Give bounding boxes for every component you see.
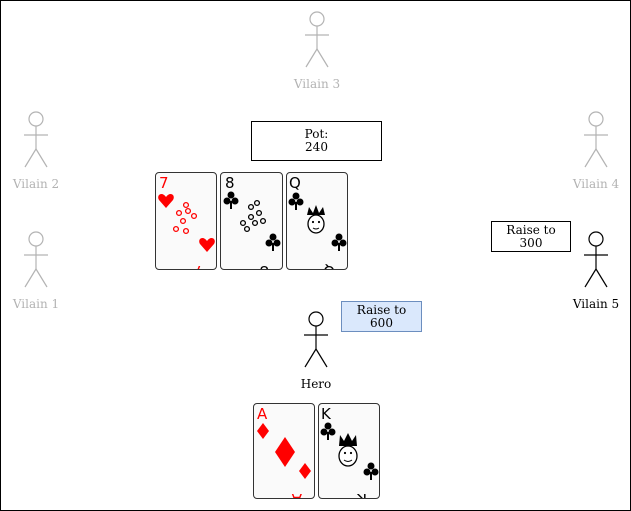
player-villain-1: Vilain 1 — [0, 231, 76, 311]
hero-card-k-clubs: K K — [318, 403, 380, 499]
stick-figure-icon — [24, 111, 48, 168]
card-rank: Q — [289, 174, 301, 192]
action-amount: 300 — [519, 235, 543, 250]
king-face-icon — [338, 433, 358, 467]
diamond-icon — [257, 423, 269, 439]
card-rank: 7 — [159, 174, 169, 192]
pot-box: Pot: 240 — [251, 121, 382, 161]
board-card-q-clubs: Q Q — [286, 172, 348, 270]
player-villain-2: Vilain 2 — [0, 111, 76, 191]
stick-figure-icon — [584, 111, 608, 168]
pot-label: Pot: — [304, 127, 329, 141]
queen-face-icon — [307, 205, 325, 234]
card-rank: 8 — [225, 174, 235, 192]
card-pips — [172, 201, 198, 235]
card-rank-inverted: Q — [323, 262, 335, 270]
action-label: Raise to — [356, 302, 407, 317]
diamond-icon — [299, 463, 311, 479]
stick-figure-icon — [584, 231, 608, 288]
heart-icon — [199, 237, 215, 252]
card-rank: K — [321, 405, 332, 423]
diamond-icon — [275, 437, 295, 467]
card-rank: A — [257, 405, 268, 423]
club-icon — [320, 422, 336, 440]
board-card-7-hearts: 7 7 — [155, 172, 217, 270]
stick-figure-icon — [24, 231, 48, 288]
card-pips — [239, 199, 267, 233]
player-villain-5: Vilain 5 — [556, 231, 631, 311]
stick-figure-icon — [305, 11, 329, 68]
player-name: Vilain 4 — [572, 177, 620, 191]
card-rank-inverted: 7 — [193, 262, 203, 270]
heart-icon — [158, 193, 174, 208]
club-icon — [363, 462, 379, 480]
player-name: Vilain 5 — [572, 297, 620, 311]
player-name: Vilain 3 — [293, 77, 341, 91]
action-amount: 600 — [370, 315, 393, 330]
player-villain-3: Vilain 3 — [277, 11, 357, 91]
hero-card-a-diamonds: A A — [253, 403, 315, 499]
card-rank-inverted: K — [356, 490, 367, 499]
pot-value: 240 — [305, 140, 328, 154]
player-name: Vilain 1 — [12, 297, 60, 311]
hero-action-box: Raise to 600 — [341, 301, 422, 332]
player-name: Vilain 2 — [12, 177, 60, 191]
club-icon — [265, 233, 281, 251]
club-icon — [223, 191, 239, 209]
card-rank-inverted: 8 — [259, 262, 269, 270]
player-hero: Hero — [276, 311, 356, 391]
board-card-8-clubs: 8 8 — [220, 172, 283, 270]
player-villain-4: Vilain 4 — [556, 111, 631, 191]
action-label: Raise to — [506, 222, 556, 237]
card-rank-inverted: A — [291, 490, 302, 499]
club-icon — [288, 192, 304, 210]
stick-figure-icon — [304, 311, 328, 368]
player-name: Hero — [300, 377, 332, 391]
villain-5-action-box: Raise to 300 — [491, 221, 571, 252]
club-icon — [331, 233, 347, 251]
